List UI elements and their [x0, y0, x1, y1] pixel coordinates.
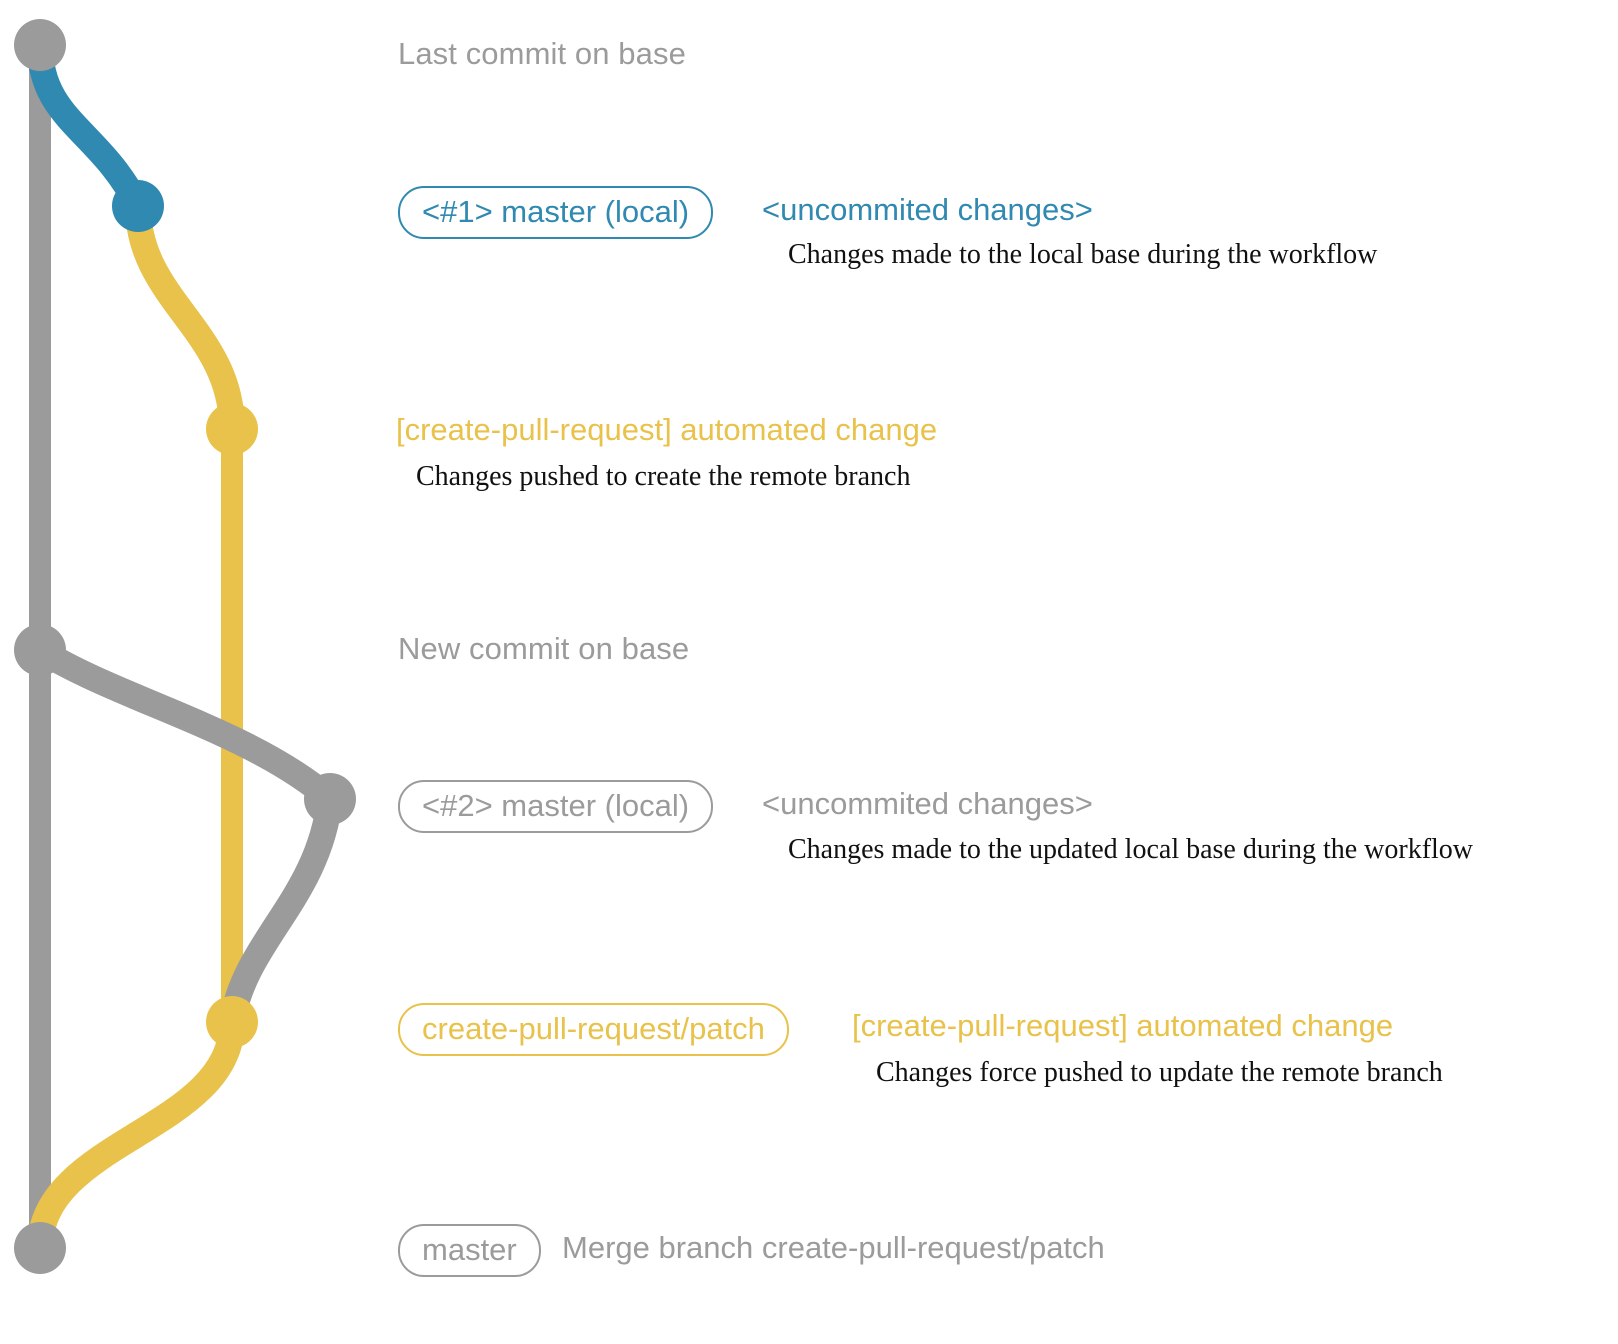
edge-local-1-to-patch-1: [125, 193, 245, 442]
node-master-local-1[interactable]: [112, 180, 164, 232]
commit-description-force-push-remote-branch: Changes force pushed to update the remot…: [876, 1057, 1443, 1088]
branch-tag-master-local-1[interactable]: <#1> master (local): [398, 186, 714, 239]
node-new-commit-on-base[interactable]: [14, 624, 66, 676]
commit-message-uncommited-changes-2: <uncommited changes>: [762, 786, 1093, 821]
branch-tag-master[interactable]: master: [398, 1224, 541, 1277]
node-automated-change-1[interactable]: [206, 403, 258, 455]
commit-title-new-commit-on-base: New commit on base: [398, 631, 690, 666]
commit-graph-svg: [14, 19, 356, 1274]
commit-title-automated-change-1: [create-pull-request] automated change: [396, 412, 938, 447]
commit-title-last-commit-on-base: Last commit on base: [398, 36, 686, 71]
node-last-commit-on-base[interactable]: [14, 19, 66, 71]
edge-base-to-local-2: [27, 637, 343, 812]
branch-tag-create-pull-request-patch[interactable]: create-pull-request/patch: [398, 1003, 789, 1056]
commit-description-local-changes-1: Changes made to the local base during th…: [788, 239, 1378, 270]
node-automated-change-2[interactable]: [206, 996, 258, 1048]
commit-description-local-changes-2: Changes made to the updated local base d…: [788, 834, 1474, 865]
commit-message-uncommited-changes-1: <uncommited changes>: [762, 192, 1093, 227]
commit-message-merge-branch: Merge branch create-pull-request/patch: [562, 1230, 1105, 1265]
commit-message-automated-change-2: [create-pull-request] automated change: [852, 1008, 1394, 1043]
commit-description-push-remote-branch: Changes pushed to create the remote bran…: [416, 461, 911, 492]
node-master-local-2[interactable]: [304, 773, 356, 825]
branch-tag-master-local-2[interactable]: <#2> master (local): [398, 780, 714, 833]
node-merge-master[interactable]: [14, 1222, 66, 1274]
edge-local-2-to-patch-2: [219, 786, 343, 1035]
edge-patch-2-to-merge: [27, 1009, 245, 1261]
